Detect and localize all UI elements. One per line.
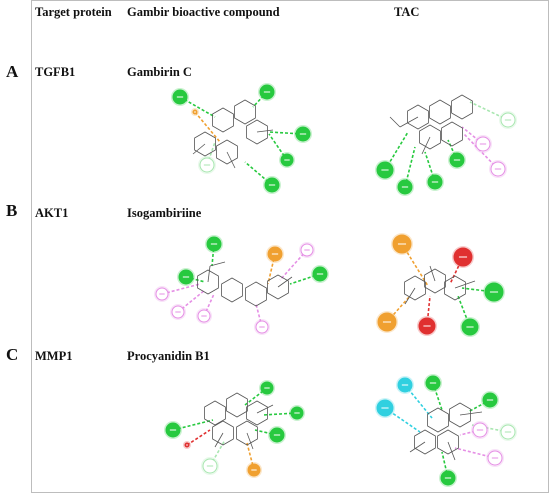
interaction-line <box>467 399 491 413</box>
header-tac: TAC <box>394 5 420 19</box>
molecule-ring <box>212 107 234 133</box>
interaction-line <box>461 126 484 145</box>
interaction-line <box>211 243 215 267</box>
molecule-bond <box>192 143 206 155</box>
molecule-ring <box>437 429 459 455</box>
row-label-b: B <box>6 201 18 220</box>
interaction-line <box>463 133 499 170</box>
molecule-ring <box>246 400 268 426</box>
interaction-diagram-tac-akt1 <box>376 233 505 337</box>
molecule-bond <box>454 280 476 289</box>
protein-tgfb1: TGFB1 <box>35 65 76 79</box>
molecule-ring <box>419 124 441 150</box>
molecule-bond <box>277 276 293 288</box>
molecule-bond <box>459 411 483 416</box>
molecule-bond <box>421 136 431 155</box>
compound-isogambiriine: Isogambiriine <box>127 206 202 220</box>
interaction-line <box>401 243 429 287</box>
molecule-ring <box>414 429 436 455</box>
molecule-ring <box>407 104 429 130</box>
interaction-line <box>194 111 221 143</box>
molecule-bond <box>447 441 456 461</box>
interaction-line <box>206 141 216 166</box>
interaction-diagram-tac-mmp1 <box>375 374 517 487</box>
compound-gambirin-c: Gambirin C <box>127 65 192 79</box>
molecule-ring <box>194 131 216 157</box>
interaction-line <box>186 429 211 446</box>
molecule-bond <box>429 265 436 282</box>
protein-akt1: AKT1 <box>35 206 69 220</box>
molecule-ring <box>404 275 426 301</box>
molecule-ring <box>236 420 258 446</box>
row-label-c: C <box>6 345 19 364</box>
interaction-line <box>459 429 481 436</box>
molecule-ring <box>212 420 234 446</box>
protein-mmp1: MMP1 <box>35 349 73 363</box>
molecule-ring <box>197 269 219 295</box>
molecule-bond <box>256 404 274 414</box>
molecule-ring <box>449 402 471 428</box>
molecule-ring <box>444 275 466 301</box>
interaction-line <box>203 293 215 317</box>
molecule-ring <box>246 119 268 145</box>
molecule-bond <box>246 432 254 450</box>
molecule-ring <box>424 268 446 294</box>
interaction-diagram-isogambiriine-akt1 <box>154 235 329 335</box>
molecule-ring <box>429 99 451 125</box>
interaction-diagram-gambirin-c-tgfb1 <box>171 83 312 194</box>
molecule-ring <box>234 99 256 125</box>
molecule-ring <box>216 139 238 165</box>
molecule-ring <box>441 121 463 147</box>
molecule-ring <box>204 400 226 426</box>
interaction-diagram-procyanidin-b1-mmp1 <box>164 380 305 478</box>
row-label-a: A <box>6 62 19 81</box>
interaction-line <box>255 303 263 328</box>
interaction-diagram-tac-tgfb1 <box>375 94 517 196</box>
molecule-bond <box>404 287 416 305</box>
interaction-line <box>447 139 458 161</box>
figure-frame <box>31 0 549 493</box>
molecule-bond <box>256 129 274 133</box>
molecule-bond <box>389 116 401 128</box>
molecule-ring <box>267 274 289 300</box>
interaction-line <box>185 276 206 283</box>
molecule-bond <box>409 441 426 453</box>
molecule-ring <box>451 94 473 120</box>
molecule-bond <box>214 432 224 448</box>
molecule-bond <box>209 261 226 267</box>
interaction-line <box>279 249 308 281</box>
interaction-line <box>252 91 268 108</box>
molecule-ring <box>245 281 267 307</box>
molecule-bond <box>207 265 211 283</box>
molecule-bond <box>226 151 236 169</box>
interaction-line <box>254 429 278 436</box>
header-target-protein: Target protein <box>35 5 112 19</box>
interaction-line <box>441 451 449 479</box>
molecule-ring <box>221 277 243 303</box>
molecule-ring <box>427 407 449 433</box>
interaction-line <box>161 283 201 295</box>
molecule-bond <box>399 116 419 128</box>
compound-procyanidin-b1: Procyanidin B1 <box>127 349 210 363</box>
header-gambir-compound: Gambir bioactive compound <box>127 5 280 19</box>
molecule-ring <box>226 392 248 418</box>
